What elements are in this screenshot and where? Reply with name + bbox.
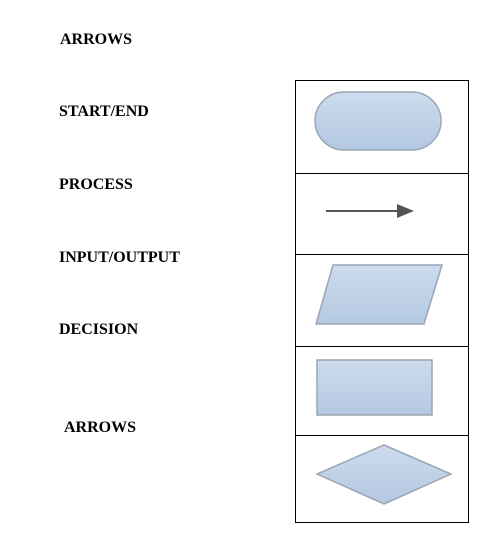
shape-cell-diamond (295, 435, 469, 523)
shape-cell-terminator (295, 80, 469, 174)
shape-table (295, 80, 469, 523)
shape-cell-rectangle (295, 346, 469, 436)
arrow-shape (326, 204, 414, 218)
parallelogram-shape (315, 264, 444, 325)
label-start-end: START/END (59, 103, 149, 120)
rectangle-shape (316, 359, 433, 416)
terminator-shape (314, 91, 442, 151)
label-arrows-bottom: ARROWS (64, 419, 137, 436)
label-input-output: INPUT/OUTPUT (59, 249, 180, 266)
shape-cell-parallelogram (295, 254, 469, 347)
label-process: PROCESS (59, 176, 133, 193)
label-decision: DECISION (59, 321, 139, 338)
shape-cell-arrow (295, 173, 469, 255)
diamond-shape (315, 444, 453, 505)
label-arrows-top: ARROWS (60, 31, 133, 48)
